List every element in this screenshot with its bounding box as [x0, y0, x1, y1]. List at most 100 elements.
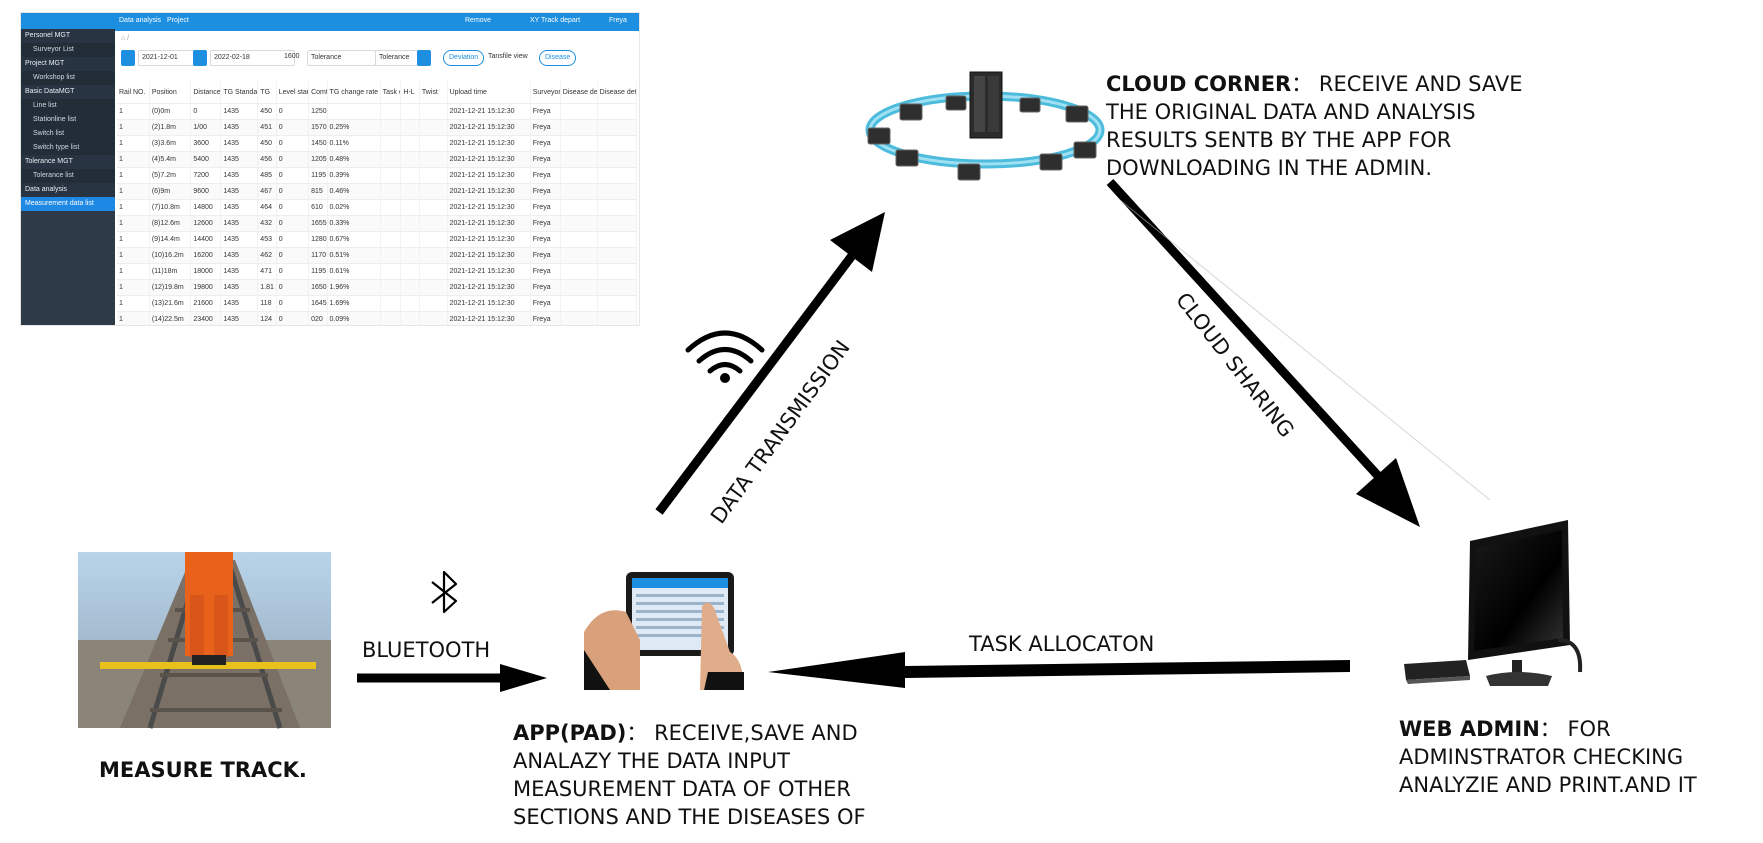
sidebar-item[interactable]: Personel MGT: [21, 29, 115, 43]
column-header[interactable]: TG: [257, 81, 277, 104]
table-cell: 3600: [190, 135, 222, 152]
column-header[interactable]: Task direction: [380, 81, 402, 104]
data-transmission-arrow: [655, 212, 885, 515]
table-cell: 610: [308, 199, 328, 216]
app-text: ： RECEIVE,SAVE AND ANALAZY THE DATA INPU…: [513, 721, 866, 829]
sidebar-item[interactable]: Tolerance MGT: [21, 155, 115, 169]
table-cell: 1435: [220, 311, 259, 325]
table-cell: 1435: [220, 119, 259, 136]
calendar-icon[interactable]: [121, 50, 135, 66]
topbar-item-data-analysis[interactable]: Data analysis: [119, 17, 162, 24]
table-cell: 450: [257, 135, 277, 152]
table-cell: Freya: [530, 247, 561, 264]
table-cell: 2021-12-21 15:12:30: [447, 119, 531, 136]
search-icon[interactable]: [417, 50, 431, 66]
table-cell: Freya: [530, 231, 561, 248]
table-cell: [400, 183, 420, 200]
table-cell: [560, 151, 598, 168]
table-cell: 0: [276, 295, 310, 312]
table-cell: 0.09%: [327, 311, 381, 325]
column-header[interactable]: Disease desc: [560, 81, 598, 104]
deviation-button[interactable]: Deviation: [443, 50, 485, 66]
end-date-input[interactable]: 2022-02-18: [210, 50, 295, 66]
table-cell: 1435: [220, 103, 259, 120]
table-cell: (7)10.8m: [149, 199, 192, 216]
table-cell: [419, 311, 448, 325]
table-cell: [597, 199, 638, 216]
range-select[interactable]: 1600: [284, 53, 300, 60]
column-header[interactable]: H-L: [400, 81, 420, 104]
table-cell: 23400: [190, 311, 222, 325]
column-header[interactable]: Upload time: [447, 81, 531, 104]
sidebar-item[interactable]: Tolerance list: [21, 169, 115, 183]
table-cell: 0.25%: [327, 119, 381, 136]
table-cell: 2021-12-21 15:12:30: [447, 311, 531, 325]
table-cell: 020: [308, 311, 328, 325]
sidebar-item[interactable]: Data analysis: [21, 183, 115, 197]
table-cell: [560, 135, 598, 152]
transfile-view-checkbox[interactable]: Tansfile view: [488, 53, 528, 60]
table-cell: [400, 247, 420, 264]
table-cell: 462: [257, 247, 277, 264]
column-header[interactable]: Twist: [419, 81, 448, 104]
table-cell: 9600: [190, 183, 222, 200]
table-cell: [560, 103, 598, 120]
column-header[interactable]: Comt: [308, 81, 328, 104]
topbar-item-remove[interactable]: Remove: [465, 17, 492, 24]
table-cell: 1250: [308, 103, 328, 120]
table-cell: [400, 103, 420, 120]
sidebar-item[interactable]: Basic DataMGT: [21, 85, 115, 99]
column-header[interactable]: Disease detail: [597, 81, 638, 104]
topbar-item-project[interactable]: Project: [167, 17, 189, 24]
sidebar-item[interactable]: Measurement data list: [21, 197, 115, 211]
sidebar-item[interactable]: Workshop list: [21, 71, 115, 85]
sidebar-item[interactable]: Switch list: [21, 127, 115, 141]
table-cell: (13)21.6m: [149, 295, 192, 312]
column-header[interactable]: TG Standard: [220, 81, 259, 104]
column-header[interactable]: Surveyor: [530, 81, 561, 104]
column-header[interactable]: Distance: [190, 81, 222, 104]
calendar-icon[interactable]: [193, 50, 207, 66]
table-cell: [560, 247, 598, 264]
table-cell: 1570: [308, 119, 328, 136]
table-cell: 0: [276, 231, 310, 248]
sidebar-item[interactable]: Line list: [21, 99, 115, 113]
column-header[interactable]: Rail NO.: [117, 81, 150, 104]
table-cell: [419, 199, 448, 216]
column-header[interactable]: Level standard: [276, 81, 310, 104]
table-cell: 450: [257, 103, 277, 120]
topbar-item-department[interactable]: XY Track depart: [530, 17, 581, 24]
sidebar-item[interactable]: Stationline list: [21, 113, 115, 127]
sidebar-item[interactable]: Switch type list: [21, 141, 115, 155]
disease-button[interactable]: Disease: [539, 50, 577, 66]
column-header[interactable]: Position: [149, 81, 192, 104]
table-cell: 7200: [190, 167, 222, 184]
sidebar-item[interactable]: Project MGT: [21, 57, 115, 71]
topbar-user[interactable]: Freya: [609, 17, 627, 24]
sidebar-item[interactable]: Surveyor List: [21, 43, 115, 57]
table-cell: [400, 295, 420, 312]
table-cell: Freya: [530, 199, 561, 216]
table-cell: [560, 199, 598, 216]
table-cell: [419, 119, 448, 136]
column-header[interactable]: TG change rate: [327, 81, 381, 104]
table-cell: 467: [257, 183, 277, 200]
table-cell: Freya: [530, 295, 561, 312]
table-cell: 1435: [220, 135, 259, 152]
